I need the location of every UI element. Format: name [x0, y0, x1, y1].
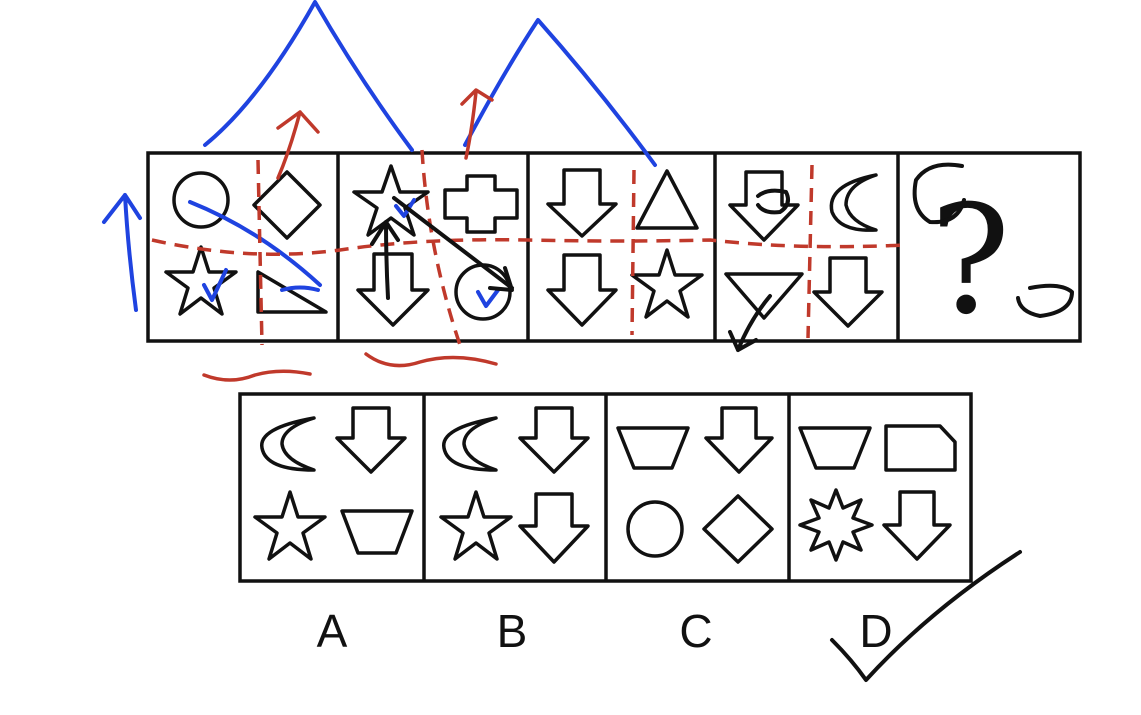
eight-point-star-shape	[798, 488, 874, 562]
diamond-shape	[702, 494, 774, 564]
question-mark: ?	[930, 174, 1010, 348]
down-arrow-shape	[356, 252, 430, 327]
crescent-shape	[260, 416, 316, 472]
circle-shape	[172, 171, 230, 229]
circle-shape	[626, 500, 684, 558]
star-shape	[164, 245, 238, 316]
red-dashed-horizontal	[151, 237, 906, 256]
triangle-shape	[635, 169, 699, 230]
trapezoid-shape	[798, 426, 872, 470]
trapezoid-shape	[616, 426, 690, 470]
blue-check-mark	[476, 288, 500, 308]
diamond-shape	[252, 170, 322, 240]
option-label-c[interactable]: C	[679, 605, 712, 657]
red-underline	[202, 369, 312, 382]
red-underline	[364, 352, 498, 368]
down-arrow-shape	[882, 490, 952, 561]
down-arrow-shape	[546, 168, 618, 238]
panel-4	[724, 170, 884, 328]
option-label-d[interactable]: D	[859, 605, 892, 657]
circle-shape	[454, 263, 512, 321]
blue-up-arrow	[102, 193, 142, 312]
down-arrow-shape	[812, 256, 884, 328]
right-triangle-shape	[256, 270, 328, 314]
star-shape	[630, 248, 704, 319]
black-annotations	[370, 162, 1074, 682]
star-shape	[253, 490, 327, 561]
option-label-a[interactable]: A	[317, 605, 348, 657]
star-shape	[352, 164, 430, 237]
red-dashed-vertical	[630, 169, 636, 336]
question-row	[146, 151, 1082, 343]
black-down-arrow	[728, 294, 772, 352]
trapezoid-shape	[340, 509, 414, 555]
red-up-arrow	[276, 110, 320, 180]
down-arrow-shape	[704, 406, 774, 474]
panel-3	[546, 168, 704, 327]
option-b[interactable]	[439, 406, 590, 564]
blue-check-mark	[394, 198, 416, 218]
red-annotations	[151, 88, 906, 382]
black-scribble	[912, 162, 966, 225]
crescent-shape	[442, 416, 498, 472]
down-arrow-shape	[335, 406, 407, 474]
down-arrow-shape	[518, 492, 590, 564]
cut-corner-rectangle-shape	[884, 424, 957, 472]
question-row-frame	[146, 151, 1082, 343]
crescent-shape	[829, 173, 878, 232]
down-triangle-shape	[724, 272, 804, 320]
red-dashed-vertical	[256, 159, 264, 346]
option-c[interactable]	[616, 406, 774, 564]
down-arrow-shape	[728, 170, 800, 242]
down-arrow-shape	[518, 406, 590, 474]
down-arrow-shape	[546, 253, 618, 327]
options-row	[238, 392, 973, 583]
black-small-circle	[756, 188, 790, 215]
black-up-arrow	[370, 220, 400, 300]
star-shape	[439, 490, 513, 561]
black-diagonal-arrow	[392, 196, 514, 292]
red-dashed-vertical	[806, 164, 814, 339]
blue-tick	[280, 285, 320, 292]
blue-diagonal-stroke	[188, 200, 322, 287]
black-check-mark	[830, 550, 1022, 682]
blue-annotations	[102, 0, 657, 312]
blue-peak-stroke	[463, 18, 657, 167]
blue-check-mark	[202, 268, 228, 302]
option-label-b[interactable]: B	[497, 605, 528, 657]
option-a[interactable]	[253, 406, 414, 561]
black-small-circle	[1016, 283, 1074, 318]
option-d[interactable]	[798, 424, 957, 562]
cross-shape	[443, 174, 519, 234]
blue-peak-stroke	[203, 0, 414, 152]
red-dashed-vertical	[420, 149, 462, 346]
panel-1	[164, 170, 328, 316]
red-up-arrow	[460, 88, 494, 160]
